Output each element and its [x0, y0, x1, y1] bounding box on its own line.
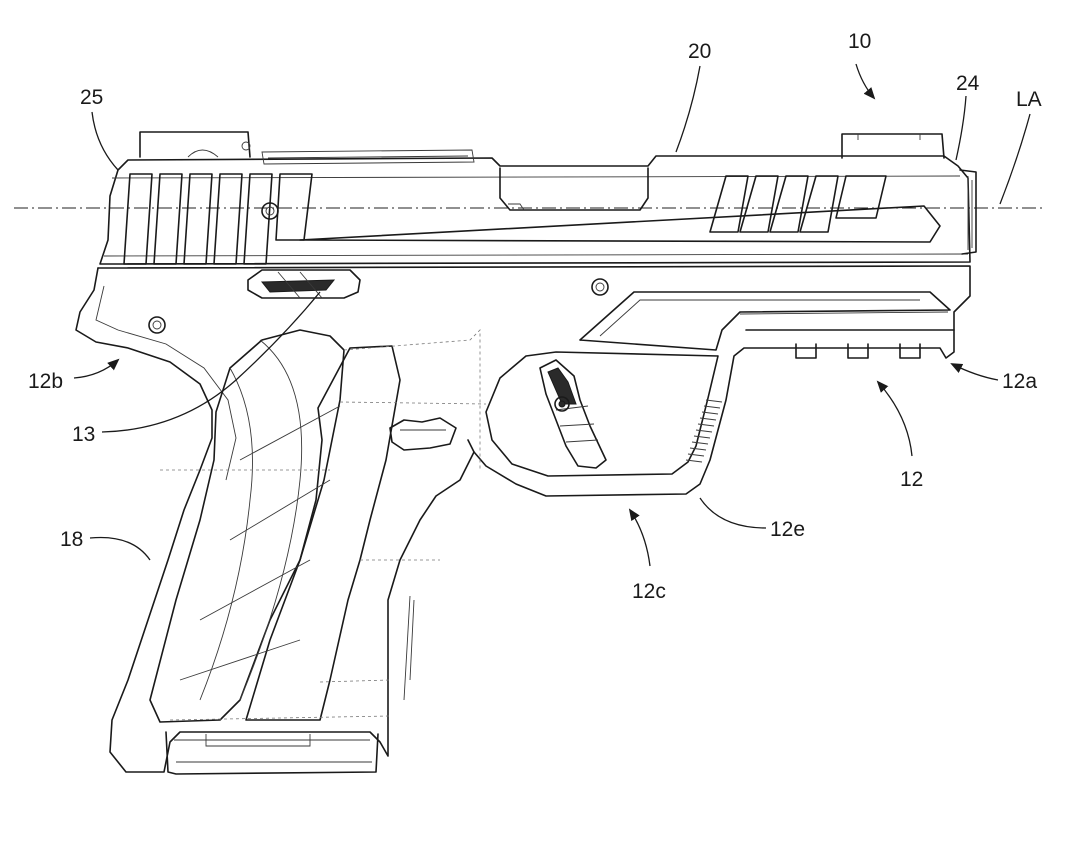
slide-outline — [99, 155, 971, 265]
label-LA: LA — [1016, 88, 1042, 111]
front-sight — [841, 133, 945, 159]
front-serrations — [709, 175, 887, 233]
label-13: 13 — [72, 423, 95, 446]
guard-serrations — [685, 399, 723, 463]
label-12a: 12a — [1002, 370, 1037, 393]
ejection-port — [499, 167, 649, 211]
leader-24 — [955, 95, 967, 161]
trigger-guard — [485, 351, 719, 477]
leader-18 — [89, 536, 151, 561]
label-12e: 12e — [770, 518, 805, 541]
frame-outline — [97, 265, 971, 497]
leader-13 — [101, 291, 321, 433]
leader-12c — [628, 508, 651, 567]
leader-20 — [675, 65, 701, 153]
label-12: 12 — [900, 468, 923, 491]
magazine-base — [165, 731, 379, 775]
label-25: 25 — [80, 86, 103, 109]
rear-sight — [139, 131, 251, 158]
muzzle — [959, 169, 977, 255]
label-20: 20 — [688, 40, 711, 63]
slide — [99, 131, 977, 265]
label-10: 10 — [848, 30, 871, 53]
dust-cover — [579, 291, 951, 351]
leader-10 — [855, 63, 876, 100]
grip-outline — [75, 267, 475, 773]
accessory-rail — [795, 343, 921, 359]
label-24: 24 — [956, 72, 980, 95]
leader-12a — [950, 363, 999, 381]
leader-12 — [876, 380, 913, 457]
slide-taper — [299, 205, 941, 243]
slide-stop-lever — [247, 269, 361, 299]
label-18: 18 — [60, 528, 83, 551]
leader-25 — [91, 111, 119, 171]
rear-serrations — [123, 173, 313, 265]
label-12b: 12b — [28, 370, 63, 393]
magazine-release — [389, 417, 457, 451]
label-12c: 12c — [632, 580, 666, 603]
grip-panel — [149, 329, 401, 723]
leader-12b — [73, 358, 120, 379]
leader-LA — [999, 113, 1031, 205]
leaders — [73, 63, 1031, 567]
frame — [75, 265, 971, 775]
leader-12e — [699, 497, 767, 529]
trigger — [539, 359, 607, 469]
